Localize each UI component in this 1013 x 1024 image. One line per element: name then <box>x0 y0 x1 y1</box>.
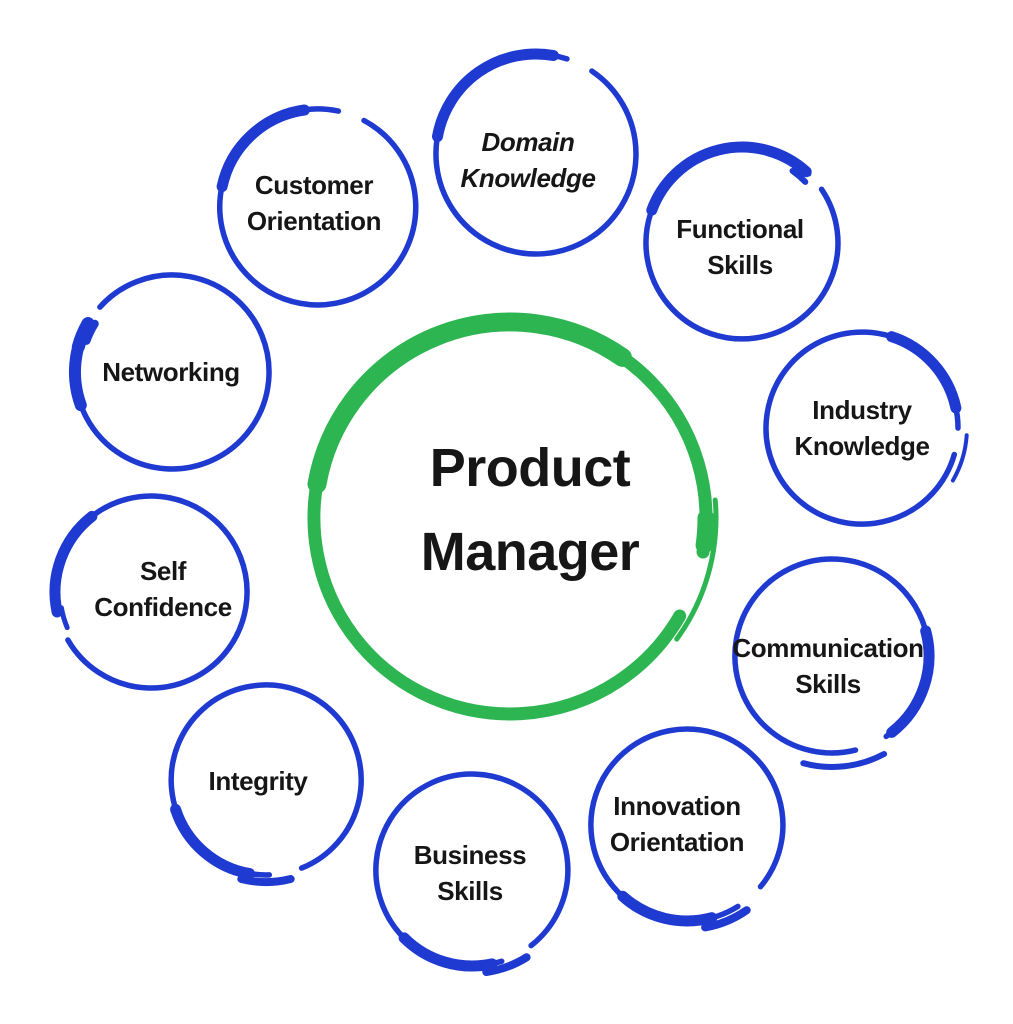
node-circle-functional-skills-thick <box>646 141 812 216</box>
node-circle-networking-stroke <box>72 272 272 472</box>
center-circle-thick <box>307 312 632 494</box>
node-label-line: Communication <box>732 633 924 663</box>
node-label-line: Skills <box>707 250 773 280</box>
node-circle-self-confidence-thick <box>49 510 98 618</box>
center-circle-tail <box>674 497 719 642</box>
node-circle-networking-tail <box>82 319 99 345</box>
node-circle-networking <box>69 272 272 472</box>
node-label-line: Orientation <box>246 206 382 236</box>
node-circle-networking-thick <box>71 317 95 354</box>
center-label-line: Manager <box>420 522 640 582</box>
node-circle-business-skills <box>373 771 571 976</box>
node-label-networking: Networking <box>102 354 240 390</box>
node-circle-domain-knowledge <box>432 48 639 257</box>
node-label-line: Customer <box>254 170 374 200</box>
node-circle-innovation-orientation-tail <box>701 906 751 932</box>
node-label-line: Domain <box>481 127 575 157</box>
node-label-line: Confidence <box>94 592 232 622</box>
node-circle-functional-skills <box>643 141 841 342</box>
center-circle <box>307 312 719 721</box>
node-label-line: Integrity <box>208 766 308 796</box>
node-circle-domain-knowledge-thick <box>432 48 559 143</box>
node-circle-communication-skills-tail <box>800 751 888 770</box>
node-label-line: Skills <box>795 669 861 699</box>
node-circle-communication-skills <box>732 556 935 770</box>
node-label-line: Business <box>413 840 527 870</box>
node-label-line: Industry <box>812 395 912 425</box>
node-circle-business-skills-tail <box>482 953 531 976</box>
node-label-line: Skills <box>437 876 503 906</box>
node-label-line: Innovation <box>613 791 741 821</box>
node-circle-functional-skills-tail <box>789 167 809 185</box>
node-circle-communication-skills-thick <box>886 625 935 738</box>
node-circle-innovation-orientation-thick <box>617 890 718 927</box>
node-circle-customer-orientation-thick <box>216 104 310 193</box>
node-circle-industry-knowledge-tail <box>950 433 969 483</box>
node-circle-integrity-tail <box>237 875 295 887</box>
node-circle-industry-knowledge-thick <box>886 331 962 414</box>
node-circle-integrity <box>168 682 364 887</box>
node-label-line: Knowledge <box>794 431 930 461</box>
node-circle-self-confidence-tail <box>58 605 70 631</box>
node-label-line: Functional <box>676 214 804 244</box>
node-circle-industry-knowledge <box>763 329 969 527</box>
node-circle-integrity-thick <box>170 803 255 880</box>
node-label-line: Orientation <box>609 827 745 857</box>
node-label-line: Self <box>139 556 187 586</box>
node-circle-self-confidence <box>49 493 250 691</box>
node-circle-business-skills-thick <box>398 932 498 972</box>
node-circle-customer-orientation <box>216 104 419 308</box>
node-label-line: Networking <box>102 357 240 387</box>
center-circle-thick <box>695 509 715 554</box>
center-label-line: Product <box>429 438 631 498</box>
node-label-line: Knowledge <box>460 163 596 193</box>
node-label-integrity: Integrity <box>209 763 308 799</box>
node-circle-innovation-orientation <box>588 726 786 932</box>
